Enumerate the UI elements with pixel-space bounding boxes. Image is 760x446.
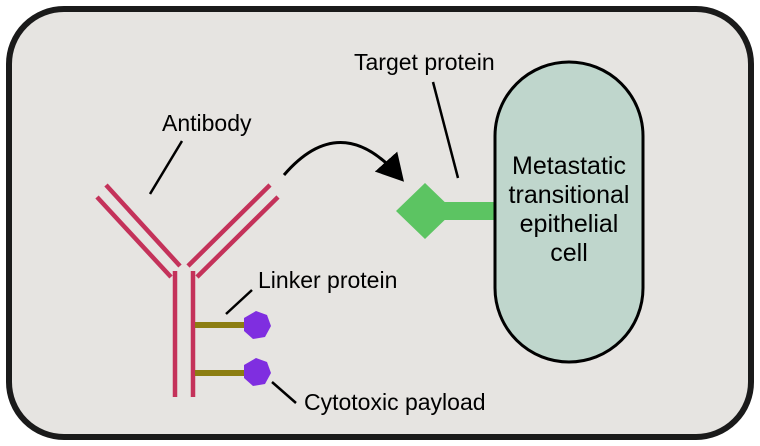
cell-label-line: Metastatic: [512, 152, 626, 180]
metastatic-cell: [493, 60, 645, 364]
antibody-label: Antibody: [162, 110, 252, 136]
cell-label-line: epithelial: [520, 210, 619, 238]
antibody: [95, 183, 280, 397]
linker-protein: [195, 322, 246, 376]
linker-protein-label: Linker protein: [258, 267, 397, 293]
cell-label: Metastatic transitional epithelial cell: [509, 152, 630, 267]
curved-arrow: [282, 141, 404, 182]
target-protein-label: Target protein: [354, 49, 495, 75]
target-protein: [396, 183, 498, 239]
leader-lines: [148, 81, 460, 404]
cytotoxic-payload-1: [244, 311, 271, 339]
cytotoxic-payload-2: [244, 358, 271, 386]
cell-label-line: transitional: [509, 181, 630, 209]
cytotoxic-payload-label: Cytotoxic payload: [304, 389, 486, 415]
cell-label-line: cell: [550, 239, 588, 267]
